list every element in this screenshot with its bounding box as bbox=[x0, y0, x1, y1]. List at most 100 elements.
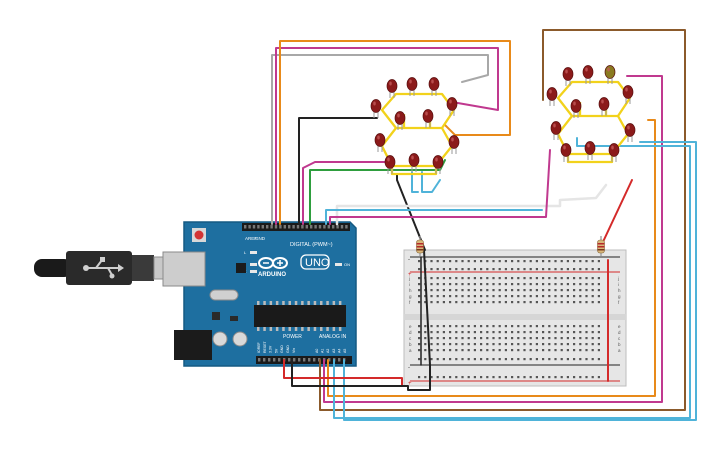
wire-red-5v[interactable] bbox=[283, 359, 403, 387]
header-pin[interactable] bbox=[263, 358, 266, 362]
wire-black-d1-resistor[interactable] bbox=[396, 174, 426, 251]
digital-pin[interactable] bbox=[270, 225, 273, 229]
resistor-right[interactable] bbox=[597, 236, 605, 256]
led[interactable] bbox=[432, 155, 444, 175]
led[interactable] bbox=[422, 109, 434, 129]
led[interactable] bbox=[374, 133, 386, 153]
breadboard-hole bbox=[554, 301, 557, 304]
led[interactable] bbox=[584, 141, 596, 161]
led[interactable] bbox=[604, 65, 616, 85]
digital-pin[interactable] bbox=[252, 225, 256, 229]
breadboard-hole bbox=[504, 277, 507, 280]
header-pin[interactable] bbox=[258, 358, 261, 362]
digital-pin[interactable] bbox=[301, 225, 304, 229]
wire-magenta-d1-a[interactable] bbox=[275, 47, 499, 225]
digital-pin[interactable] bbox=[345, 225, 348, 229]
header-pin[interactable] bbox=[268, 358, 271, 362]
breadboard-hole bbox=[498, 349, 501, 352]
led[interactable] bbox=[608, 143, 620, 163]
wire-magenta-d1-b[interactable] bbox=[302, 161, 386, 225]
led[interactable] bbox=[622, 85, 634, 105]
arduino-uno-board[interactable]: DIGITAL (PWM~) AREF GND ARDUINO UNO L TX… bbox=[162, 221, 357, 367]
breadboard-hole bbox=[492, 283, 495, 286]
led[interactable] bbox=[384, 155, 396, 175]
digital-pin[interactable] bbox=[266, 225, 269, 229]
digital-pin[interactable] bbox=[314, 225, 317, 229]
led[interactable] bbox=[448, 135, 460, 155]
wire-blue-d1-a[interactable] bbox=[411, 171, 419, 193]
led[interactable] bbox=[560, 143, 572, 163]
header-pin[interactable] bbox=[338, 358, 341, 362]
wire-red-d2-resistor[interactable] bbox=[601, 179, 633, 245]
digital-pin[interactable] bbox=[327, 225, 330, 229]
led[interactable] bbox=[624, 123, 636, 143]
wire-black-d1[interactable] bbox=[298, 117, 378, 225]
led-seven-segment-display-1[interactable] bbox=[370, 77, 460, 176]
digital-pin[interactable] bbox=[257, 225, 260, 229]
wire-orange-long[interactable] bbox=[327, 119, 656, 397]
digital-pin[interactable] bbox=[283, 225, 286, 229]
breadboard-hole bbox=[455, 358, 458, 361]
led[interactable] bbox=[406, 77, 418, 97]
header-pin[interactable] bbox=[278, 358, 281, 362]
led[interactable] bbox=[598, 97, 610, 117]
digital-pin[interactable] bbox=[248, 225, 251, 229]
header-pin[interactable] bbox=[303, 358, 306, 362]
chip-leg bbox=[320, 327, 323, 331]
header-pin[interactable] bbox=[293, 358, 296, 362]
digital-pin[interactable] bbox=[279, 225, 282, 229]
wire-white-d2[interactable] bbox=[335, 183, 608, 226]
digital-pin[interactable] bbox=[340, 225, 344, 229]
led[interactable] bbox=[562, 67, 574, 87]
wire-blue-d1-b[interactable] bbox=[421, 171, 441, 193]
led[interactable] bbox=[582, 65, 594, 85]
resistor-left[interactable] bbox=[416, 236, 424, 256]
digital-pin[interactable] bbox=[318, 225, 322, 229]
header-pin[interactable] bbox=[298, 358, 301, 362]
wire-black-gnd[interactable] bbox=[291, 359, 431, 391]
wire-blue-long[interactable] bbox=[333, 137, 691, 419]
digital-pin[interactable] bbox=[296, 225, 300, 229]
wire-brown-long[interactable] bbox=[319, 29, 686, 411]
header-pin[interactable] bbox=[273, 358, 276, 362]
wire-magenta-d2[interactable] bbox=[329, 149, 551, 225]
header-pin[interactable] bbox=[313, 358, 316, 362]
led-seven-segment-display-2[interactable] bbox=[546, 65, 636, 164]
digital-pin[interactable] bbox=[305, 225, 308, 229]
wire-black-rail[interactable] bbox=[423, 249, 431, 366]
wire-gray-d1[interactable] bbox=[271, 54, 489, 225]
reset-button-cap[interactable] bbox=[194, 230, 204, 240]
header-pin[interactable] bbox=[308, 358, 311, 362]
breadboard-hole bbox=[560, 343, 563, 346]
led[interactable] bbox=[394, 111, 406, 131]
led[interactable] bbox=[370, 99, 382, 119]
header-pin[interactable] bbox=[328, 358, 331, 362]
wire-magenta-long[interactable] bbox=[323, 75, 663, 403]
usb-cable[interactable] bbox=[34, 251, 185, 285]
wire-orange-d1[interactable] bbox=[279, 40, 511, 225]
led[interactable] bbox=[408, 153, 420, 173]
led[interactable] bbox=[428, 77, 440, 97]
digital-pin[interactable] bbox=[292, 225, 295, 229]
digital-pin[interactable] bbox=[261, 225, 264, 229]
header-pin[interactable] bbox=[288, 358, 291, 362]
led[interactable] bbox=[446, 97, 458, 117]
led[interactable] bbox=[546, 87, 558, 107]
breadboard-hole bbox=[573, 349, 576, 352]
digital-pin[interactable] bbox=[323, 225, 326, 229]
wire-blue-d2-top[interactable] bbox=[325, 209, 543, 225]
digital-pin[interactable] bbox=[288, 225, 291, 229]
digital-pin[interactable] bbox=[310, 225, 313, 229]
wire-blue-long-b[interactable] bbox=[343, 141, 697, 421]
digital-pin[interactable] bbox=[274, 225, 278, 229]
led[interactable] bbox=[570, 99, 582, 119]
digital-pin[interactable] bbox=[332, 225, 335, 229]
digital-pin[interactable] bbox=[336, 225, 339, 229]
led[interactable] bbox=[550, 121, 562, 141]
breadboard-hole bbox=[436, 343, 439, 346]
led[interactable] bbox=[386, 79, 398, 99]
digital-pin[interactable] bbox=[244, 225, 247, 229]
